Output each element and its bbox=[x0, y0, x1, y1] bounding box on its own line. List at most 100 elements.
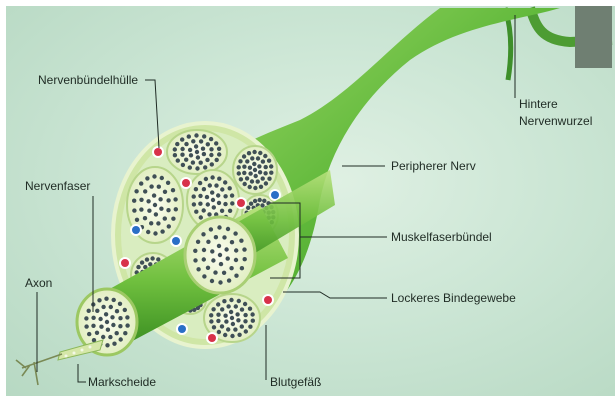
fiber-dot bbox=[84, 316, 88, 320]
fiber-dot bbox=[224, 319, 228, 323]
fiber-dot bbox=[242, 247, 246, 251]
fiber-dot bbox=[105, 343, 109, 347]
fiber-dot bbox=[251, 319, 255, 323]
fiber-dot bbox=[112, 298, 116, 302]
fiber-dot bbox=[210, 162, 214, 166]
fiber-dot bbox=[145, 176, 149, 180]
fiber-dot bbox=[230, 201, 234, 205]
fiber-dot bbox=[180, 147, 184, 151]
fiber-dot bbox=[242, 165, 246, 169]
fiber-dot bbox=[245, 159, 249, 163]
fiber-dot bbox=[210, 249, 214, 253]
label-axon: Axon bbox=[25, 276, 52, 290]
fiber-dot bbox=[234, 274, 238, 278]
fiber-dot bbox=[101, 335, 105, 339]
fiber-dot bbox=[228, 209, 232, 213]
fiber-dot bbox=[201, 232, 205, 236]
fiber-dot bbox=[196, 240, 200, 244]
fiber-dot bbox=[153, 203, 157, 207]
fiber-dot bbox=[214, 141, 218, 145]
fiber-dot bbox=[211, 307, 215, 311]
fiber-dot bbox=[220, 187, 224, 191]
blood-vessel-lumen bbox=[182, 179, 190, 187]
fiber-dot bbox=[101, 305, 105, 309]
fiber-dot bbox=[125, 315, 129, 319]
fiber-dot bbox=[125, 323, 129, 327]
fiber-dot bbox=[230, 334, 234, 338]
fiber-dot bbox=[223, 333, 227, 337]
fiber-dot bbox=[231, 322, 235, 326]
fiber-dot bbox=[217, 330, 221, 334]
fiber-dot bbox=[264, 165, 268, 169]
fiber-dot bbox=[226, 227, 230, 231]
fiber-dot bbox=[152, 193, 156, 197]
fiber-dot bbox=[269, 171, 273, 175]
fiber-dot bbox=[108, 335, 112, 339]
fiber-dot bbox=[252, 162, 256, 166]
fiber-dot bbox=[196, 155, 200, 159]
fiber-dot bbox=[254, 174, 258, 178]
fiber-dot bbox=[123, 331, 127, 335]
fiber-dot bbox=[230, 316, 234, 320]
label-nervenbuendelhuelle: Nervenbündelhülle bbox=[38, 73, 138, 87]
blood-vessel-lumen bbox=[154, 148, 162, 156]
fiber-dot bbox=[173, 153, 177, 157]
fiber-dot bbox=[239, 239, 243, 243]
fiber-dot bbox=[123, 308, 127, 312]
fiber-dot bbox=[180, 137, 184, 141]
fiber-dot bbox=[233, 231, 237, 235]
fiber-dot bbox=[243, 257, 247, 261]
fiber-dot bbox=[176, 158, 180, 162]
fiber-dot bbox=[180, 153, 184, 157]
fiber-dot bbox=[147, 209, 151, 213]
fiber-dot bbox=[259, 185, 263, 189]
fiber-dot bbox=[192, 194, 196, 198]
fiber-dot bbox=[99, 325, 103, 329]
fiber-dot bbox=[136, 265, 140, 269]
fiber-dot bbox=[214, 235, 218, 239]
fiber-dot bbox=[188, 148, 192, 152]
fiber-dot bbox=[132, 199, 136, 203]
fiber-dot bbox=[167, 224, 171, 228]
fiber-dot bbox=[153, 231, 157, 235]
blood-vessel-lumen bbox=[264, 296, 272, 304]
fiber-dot bbox=[119, 337, 123, 341]
fiber-dot bbox=[173, 147, 177, 151]
fiber-dot bbox=[229, 298, 233, 302]
label-nervenwurzel: Nervenwurzel bbox=[519, 114, 592, 128]
fiber-dot bbox=[218, 280, 222, 284]
fiber-dot bbox=[256, 156, 260, 160]
fiber-dot bbox=[91, 324, 95, 328]
fiber-dot bbox=[216, 193, 220, 197]
fiber-dot bbox=[194, 133, 198, 137]
fiber-dot bbox=[163, 190, 167, 194]
fiber-dot bbox=[217, 147, 221, 151]
fiber-dot bbox=[222, 271, 226, 275]
fiber-dot bbox=[213, 270, 217, 274]
fiber-dot bbox=[115, 331, 119, 335]
fiber-dot bbox=[243, 319, 247, 323]
fiber-dot bbox=[252, 150, 256, 154]
fiber-dot bbox=[243, 302, 247, 306]
fiber-dot bbox=[171, 188, 175, 192]
blood-vessel-lumen bbox=[237, 199, 245, 207]
fiber-dot bbox=[202, 248, 206, 252]
fiber-dot bbox=[224, 247, 228, 251]
fiber-dot bbox=[237, 333, 241, 337]
fiber-dot bbox=[210, 175, 214, 179]
fiber-dot bbox=[210, 279, 214, 283]
fiber-dot bbox=[198, 194, 202, 198]
fiber-dot bbox=[118, 302, 122, 306]
label-hintere: Hintere bbox=[519, 97, 558, 111]
fiber-dot bbox=[157, 185, 161, 189]
fiber-dot bbox=[209, 137, 213, 141]
fiber-dot bbox=[219, 262, 223, 266]
fiber-dot bbox=[229, 266, 233, 270]
fiber-dot bbox=[226, 304, 230, 308]
fiber-dot bbox=[233, 327, 237, 331]
fiber-dot bbox=[202, 187, 206, 191]
fiber-dot bbox=[206, 266, 210, 270]
fiber-dot bbox=[156, 257, 160, 261]
fiber-dot bbox=[184, 142, 188, 146]
